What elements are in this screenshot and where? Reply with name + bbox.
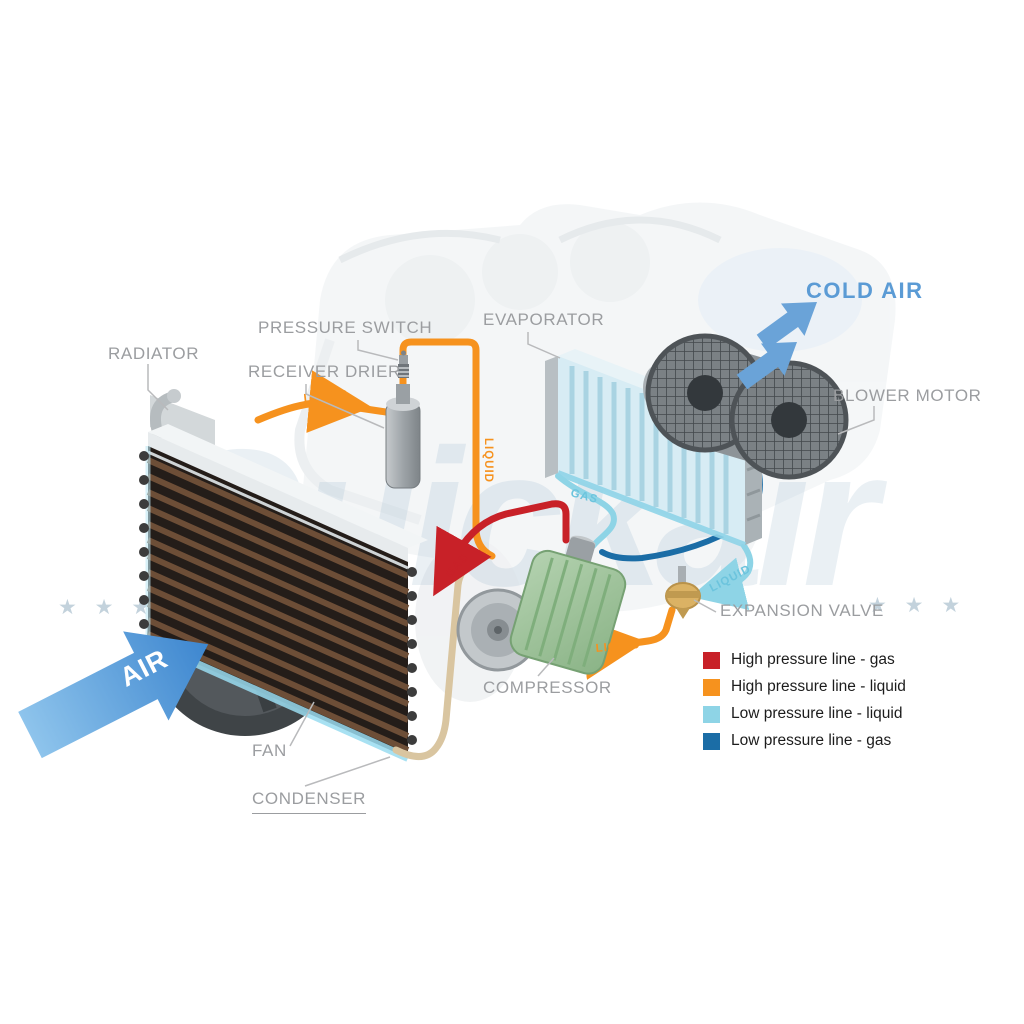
legend-swatch-high-pressure-gas — [703, 651, 720, 669]
expansion-valve-graphic — [665, 566, 701, 619]
pipe-label-liquid-top: LIQUID — [303, 388, 349, 405]
condenser-graphic — [139, 424, 428, 762]
pipe-label-liquid-vertical: LIQUID — [482, 438, 494, 483]
legend-label: High pressure line - gas — [731, 651, 895, 668]
legend-item-high-pressure-liquid: High pressure line - liquid — [703, 678, 906, 696]
legend-item-low-pressure-liquid: Low pressure line - liquid — [703, 705, 906, 723]
legend-item-low-pressure-gas: Low pressure line - gas — [703, 732, 906, 750]
label-pressure-switch: PRESSURE SWITCH — [258, 318, 433, 337]
legend-item-high-pressure-gas: High pressure line - gas — [703, 651, 906, 669]
high-pressure-gas-pipe — [433, 500, 570, 597]
pipe-label-liquid-bottom: LIQUID — [595, 639, 641, 655]
legend-label: High pressure line - liquid — [731, 678, 906, 695]
compressor-graphic — [456, 535, 627, 675]
label-receiver-drier: RECEIVER DRIER — [248, 362, 401, 381]
legend-label: Low pressure line - gas — [731, 732, 892, 749]
label-condenser: CONDENSER — [252, 789, 367, 814]
cold-air-arrows — [736, 302, 818, 390]
label-leader-lines — [147, 332, 875, 787]
label-cold-air: COLD AIR — [806, 278, 924, 303]
watermark-stars-right: ★ ★ ★ — [868, 594, 966, 617]
liquid-flow-arrow-bottom — [579, 617, 646, 680]
label-compressor: COMPRESSOR — [483, 678, 612, 697]
pressure-switch-graphic — [398, 350, 409, 378]
label-fan: FAN — [252, 741, 287, 760]
legend-swatch-high-pressure-liquid — [703, 678, 720, 696]
legend-label: Low pressure line - liquid — [731, 705, 903, 722]
legend: High pressure line - gas High pressure l… — [703, 651, 906, 759]
low-pressure-gas-pipe-suction — [555, 473, 617, 549]
liquid-flow-arrow-top — [306, 370, 372, 433]
air-arrow — [18, 631, 209, 759]
label-radiator: RADIATOR — [108, 344, 200, 363]
legend-swatch-low-pressure-gas — [703, 732, 720, 750]
label-evaporator: EVAPORATOR — [483, 310, 605, 329]
legend-swatch-low-pressure-liquid — [703, 705, 720, 723]
low-pressure-liquid-pipe — [690, 543, 754, 611]
receiver-drier-graphic — [385, 350, 421, 489]
label-blower-motor: BLOWER MOTOR — [833, 386, 982, 405]
condenser-tube-ends — [139, 451, 417, 745]
label-expansion-valve: EXPANSION VALVE — [720, 601, 884, 620]
